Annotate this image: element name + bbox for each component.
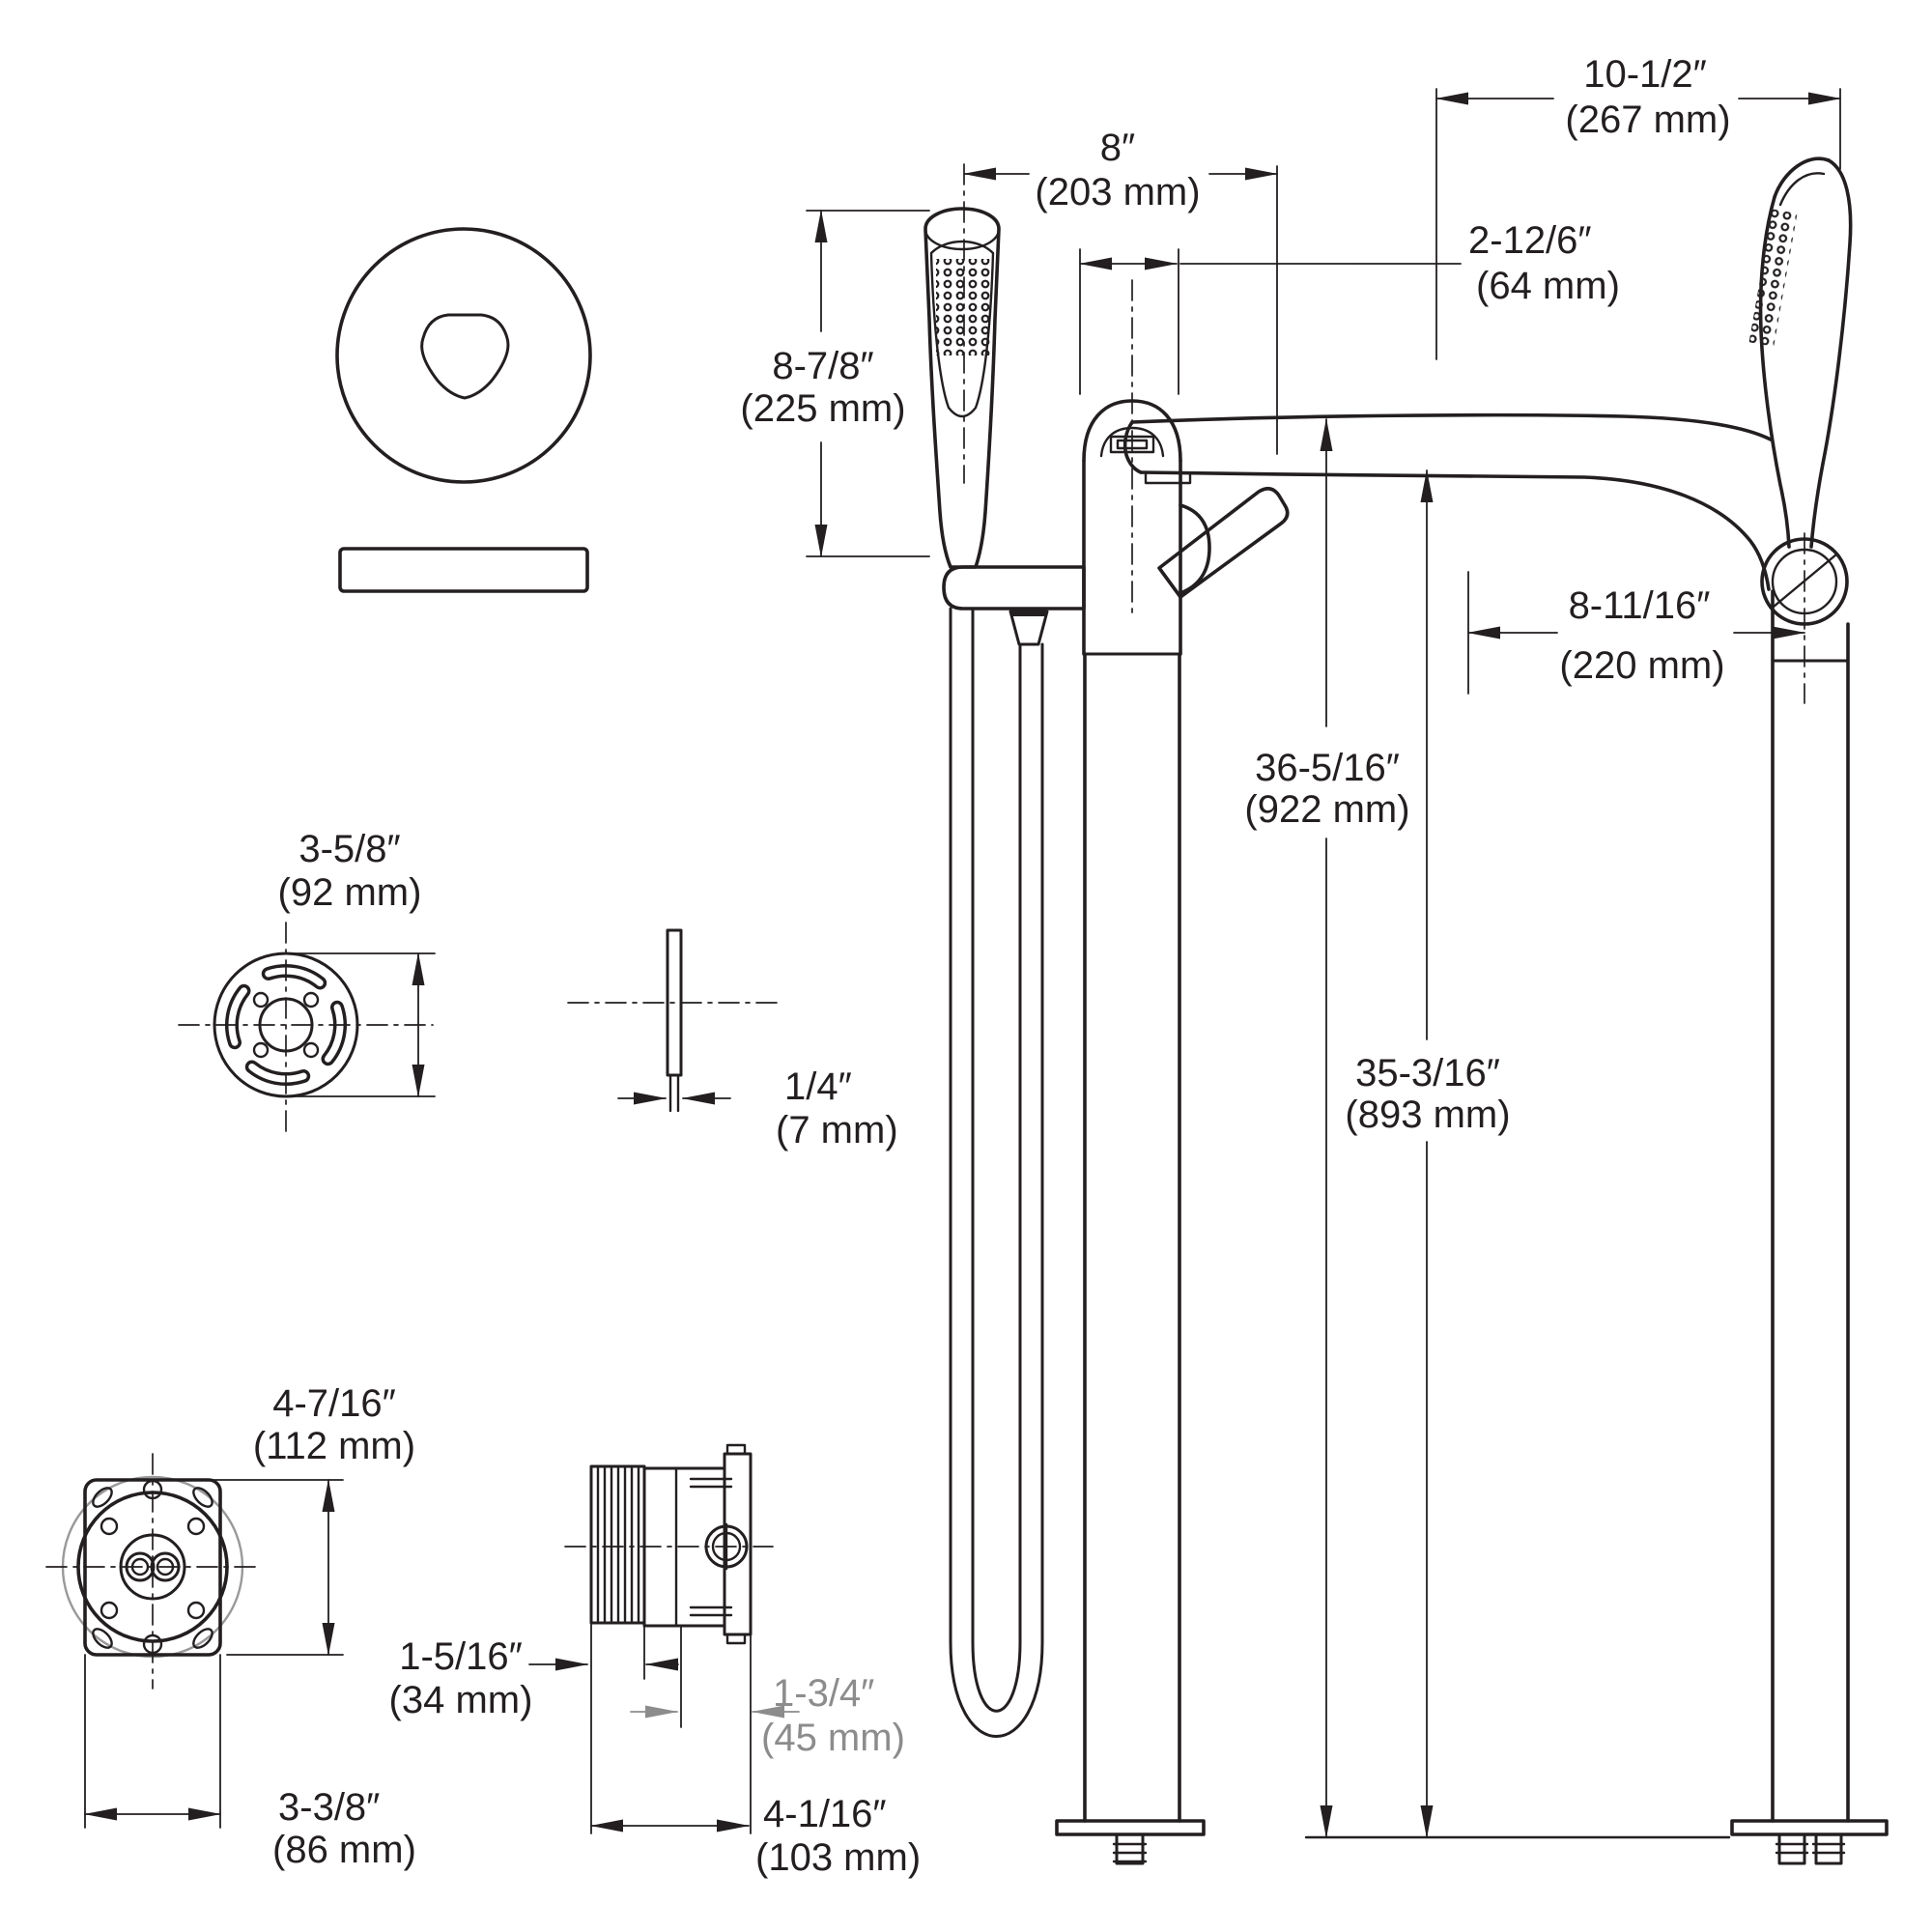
dim-4-7-16-mm: (112 mm) [253, 1425, 415, 1467]
supply-stub [1777, 1833, 1806, 1865]
wand-spray-nozzles-side [1748, 209, 1798, 347]
handle-lever-front [1157, 487, 1290, 599]
corner-slot [92, 1487, 113, 1508]
valve-screw-hole [99, 1601, 119, 1620]
dim-1-5-16-mm: (34 mm) [389, 1679, 533, 1721]
flange-notch [725, 1443, 747, 1456]
wand-face-plate [929, 240, 995, 418]
dim-8-11-16-mm: (220 mm) [1559, 644, 1724, 687]
dim-1-5-16-inches: 1-5/16″ [399, 1635, 523, 1678]
flange-screw-hole [252, 1041, 270, 1059]
hand-shower-side [1809, 158, 1853, 549]
view-flange-face [178, 922, 436, 1139]
spout-aerator [1144, 470, 1192, 485]
dim-3-5-8-mm: (92 mm) [278, 871, 422, 914]
flange-notch [725, 1633, 747, 1645]
dim-8-inches: 8″ [1100, 127, 1135, 169]
dim-4-7-16-inches: 4-7/16″ [272, 1382, 396, 1425]
flange-screw-hole [252, 991, 270, 1009]
supply-stub [1814, 1833, 1843, 1865]
floor-base-front [1055, 1819, 1206, 1836]
wand-top-rim [923, 227, 1001, 251]
dim-35-3-16-inches: 35-3/16″ [1355, 1052, 1500, 1094]
view-flange-side [567, 928, 779, 1113]
dim-4-1-16-inches: 4-1/16″ [763, 1793, 887, 1835]
escutcheon-plate-outline [335, 227, 592, 484]
dim-36-5-16-mm: (922 mm) [1244, 788, 1409, 831]
dim-10-1-2-mm: (267 mm) [1565, 99, 1730, 141]
dim-3-3-8-mm: (86 mm) [272, 1829, 416, 1871]
spout-tip [1122, 420, 1143, 474]
hand-shower-holder [942, 565, 1086, 611]
view-filler-front [923, 163, 1290, 1865]
dim-8-7-8-inches: 8-7/8″ [772, 345, 873, 387]
view-valve-side [528, 1443, 800, 1834]
valve-screw-hole [186, 1601, 206, 1620]
hand-shower-side-top [1773, 156, 1831, 199]
dim-4-1-16-mm: (103 mm) [755, 1836, 921, 1879]
view-escutcheon-face [335, 227, 592, 484]
dim-3-5-8-inches: 3-5/8″ [298, 828, 400, 870]
view-escutcheon-side [338, 547, 589, 593]
wand-spray-nozzles [936, 259, 990, 355]
corner-slot [192, 1628, 213, 1649]
dim-8-mm: (203 mm) [1035, 171, 1200, 213]
dim-36-5-16-inches: 36-5/16″ [1255, 747, 1400, 789]
flange-screw-hole [302, 1041, 320, 1059]
dim-1-3-4-inches: 1-3/4″ [773, 1672, 874, 1715]
valve-screw-hole [99, 1517, 119, 1536]
wand-face-edge [1778, 172, 1826, 207]
floor-base-side [1730, 1819, 1889, 1836]
hand-shower-front [923, 207, 1001, 569]
dim-8-7-8-mm: (225 mm) [740, 387, 905, 430]
dim-3-3-8-inches: 3-3/8″ [278, 1786, 380, 1829]
supply-stub [1115, 1833, 1145, 1865]
escutcheon-side-profile [338, 547, 589, 593]
dim-1-4-mm: (7 mm) [776, 1109, 898, 1151]
dim-35-3-16-mm: (893 mm) [1345, 1094, 1510, 1136]
valve-screw-hole [186, 1517, 206, 1536]
dim-1-4-inches: 1/4″ [784, 1065, 852, 1108]
dim-2-12-6-mm: (64 mm) [1476, 265, 1620, 307]
escutcheon-cutout [420, 313, 510, 400]
view-valve-front [45, 1453, 344, 1829]
spout-top-edge [1130, 412, 1773, 441]
hand-shower-side [1758, 195, 1791, 549]
corner-slot [92, 1628, 113, 1649]
spout-dome-inner [1099, 426, 1165, 458]
hose-connector [1009, 610, 1049, 646]
dim-2-12-6-inches: 2-12/6″ [1468, 219, 1592, 262]
dimension-lines [806, 88, 1841, 1838]
dim-1-3-4-mm: (45 mm) [761, 1717, 905, 1759]
dim-8-11-16-inches: 8-11/16″ [1569, 584, 1711, 627]
corner-slot [192, 1487, 213, 1508]
flange-screw-hole [302, 991, 320, 1009]
view-filler-side [1122, 156, 1889, 1865]
dim-10-1-2-inches: 10-1/2″ [1583, 53, 1707, 96]
spout-bottom-edge [1139, 470, 1771, 591]
shower-hose [971, 607, 1022, 1713]
shower-hose [949, 607, 1044, 1738]
dimension-labels: 8″ (203 mm) 2-12/6″ (64 mm) 8-7/8″ (225 … [253, 53, 1731, 1879]
